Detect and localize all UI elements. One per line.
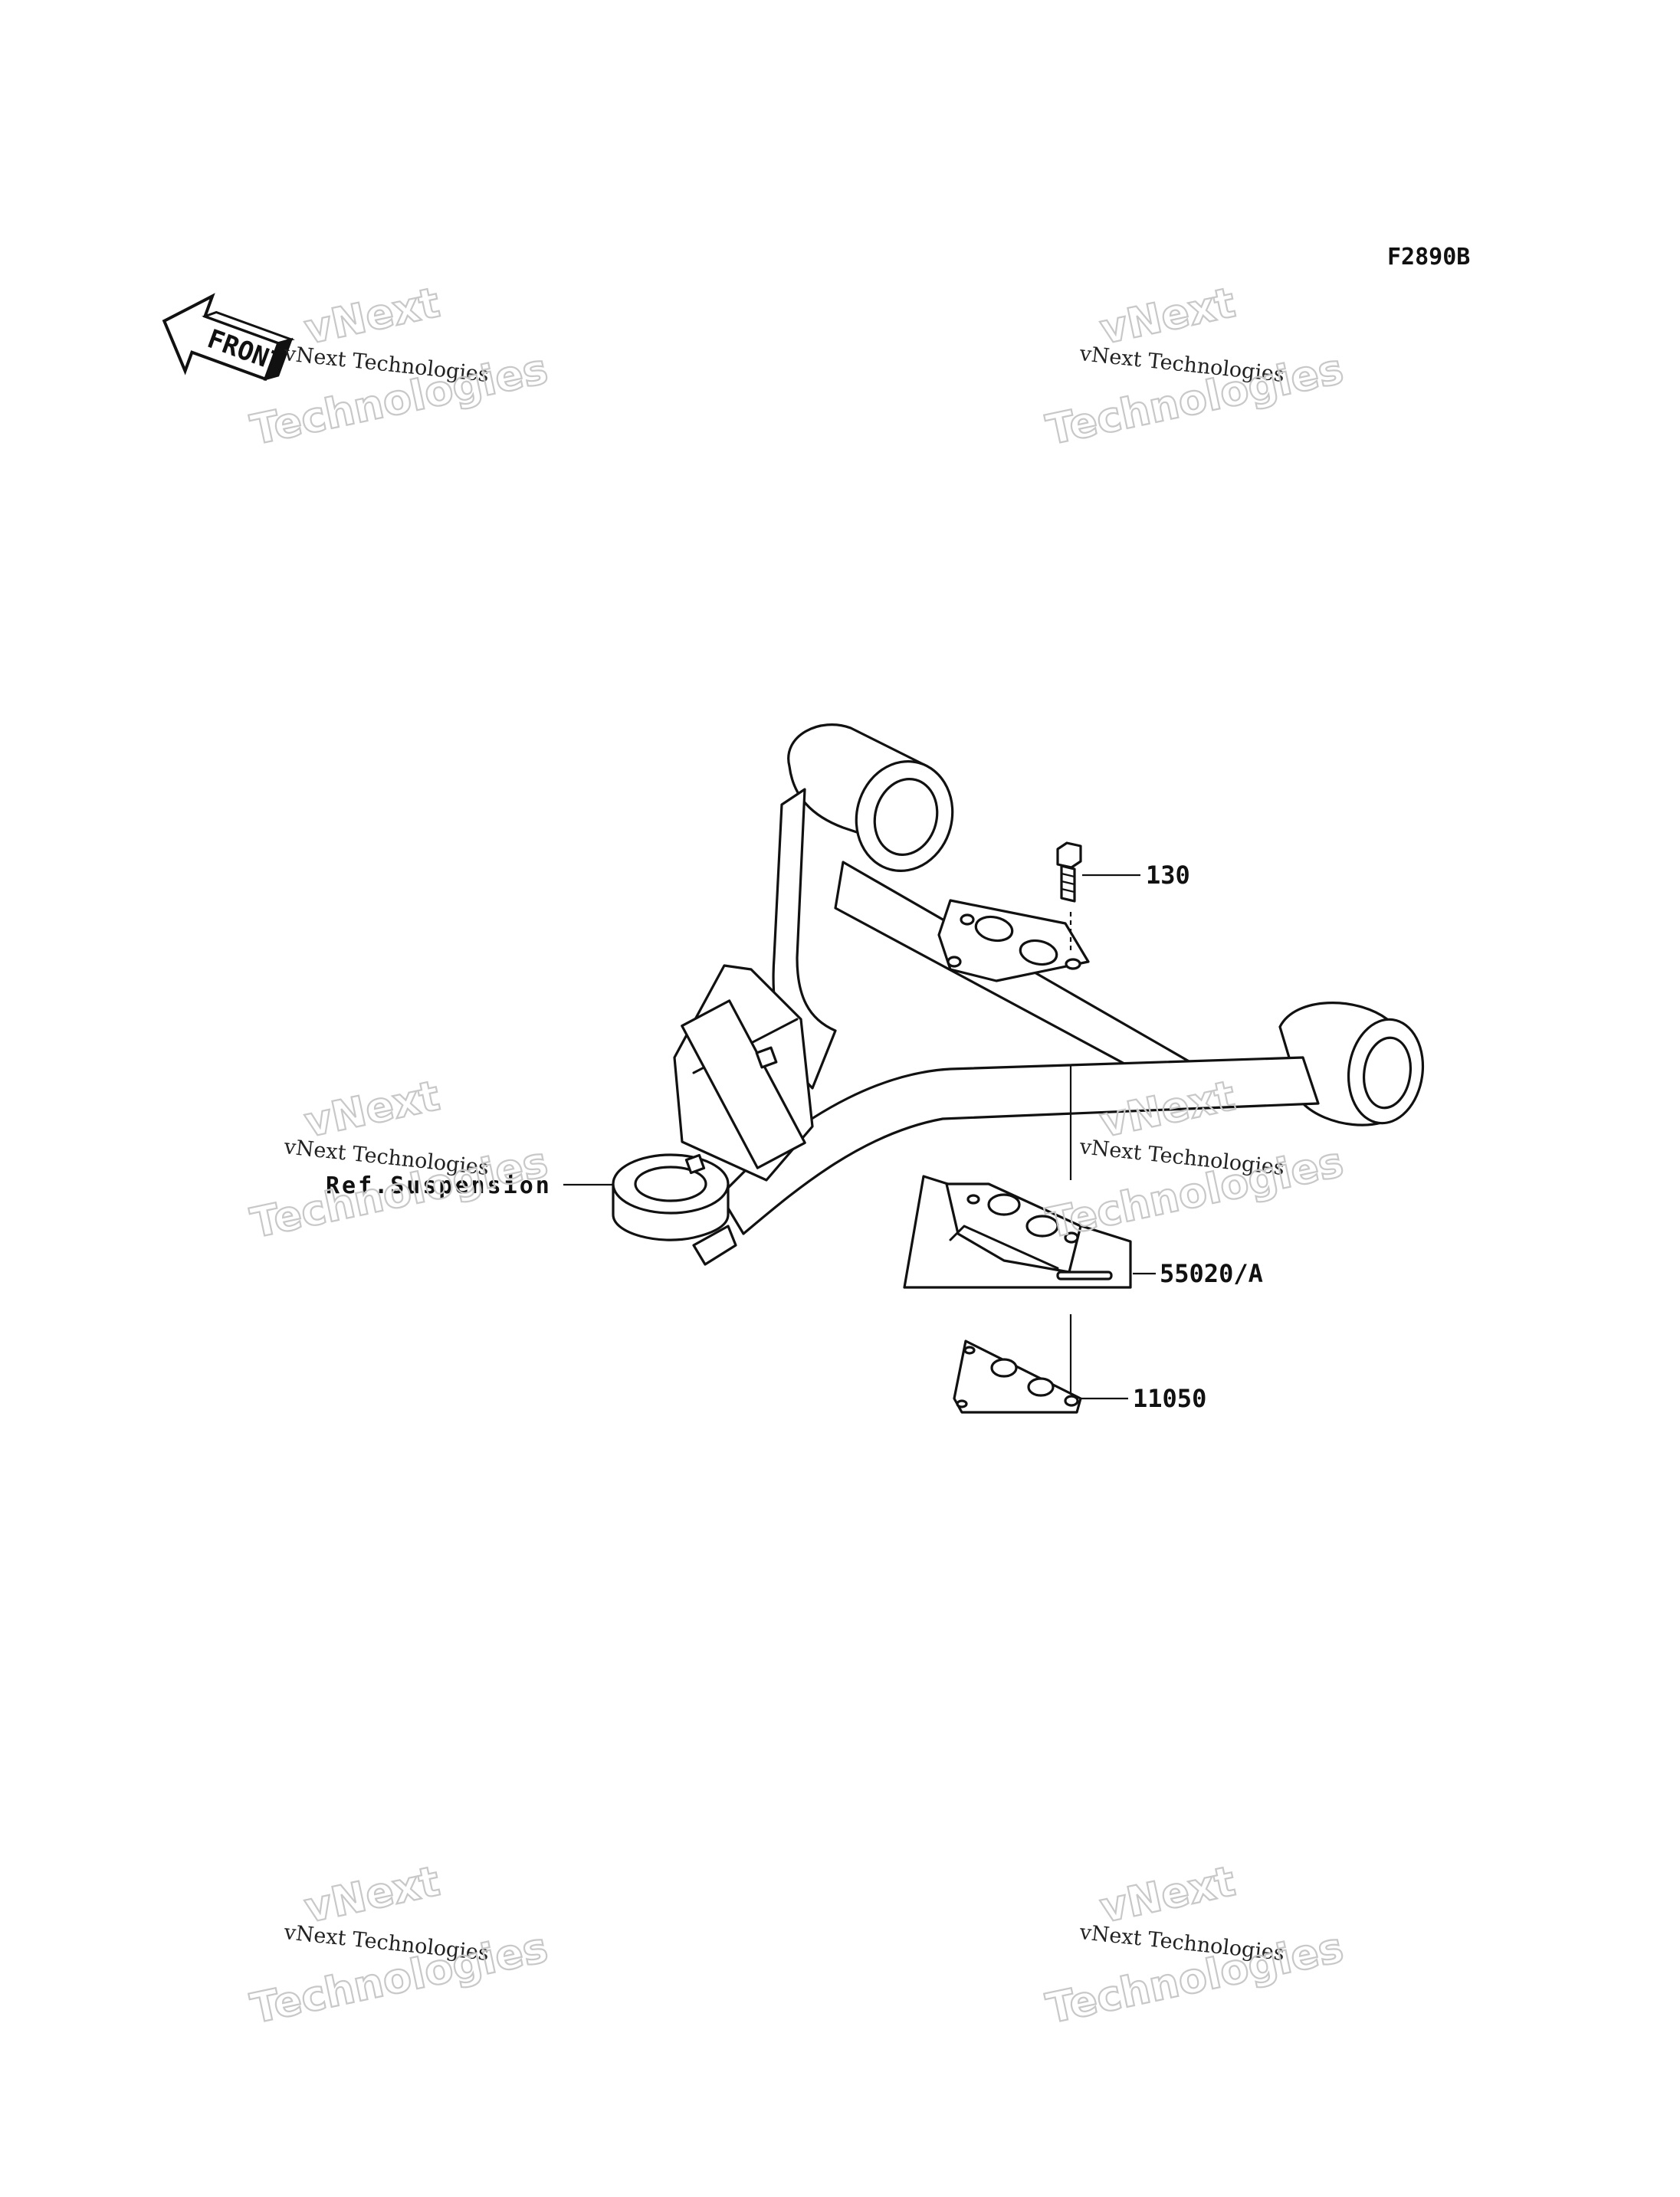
watermark-line2: vNext	[300, 1071, 444, 1147]
callout-55020a: 55020/A	[1160, 1259, 1263, 1288]
skid-guard-part	[903, 1175, 1132, 1289]
nut-plate-part	[953, 1340, 1082, 1414]
callout-130: 130	[1146, 861, 1190, 890]
watermark-top-left: vNext Technologies vNext Technologies	[246, 277, 553, 455]
watermark-line2: vNext	[1096, 1857, 1239, 1933]
watermark-line2: vNext	[1096, 278, 1239, 354]
callout-ref-suspension: Ref.Suspension	[326, 1172, 552, 1199]
figure-code: F2890B	[1387, 244, 1470, 271]
callout-11050: 11050	[1133, 1384, 1206, 1413]
suspension-a-arm	[612, 723, 1425, 1266]
watermark-bottom-left: vNext Technologies vNext Technologies	[246, 1856, 553, 2034]
watermark-line2: vNext	[300, 278, 444, 354]
front-arrow-icon: FRONT	[162, 293, 295, 382]
watermark-top-right: vNext Technologies vNext Technologies	[1042, 277, 1349, 455]
watermark-bottom-right: vNext Technologies vNext Technologies	[1042, 1856, 1349, 2034]
bolt-part	[1056, 841, 1082, 903]
watermark-mid-left: vNext Technologies vNext Technologies	[246, 1071, 553, 1248]
watermark-line2: vNext	[300, 1857, 444, 1933]
